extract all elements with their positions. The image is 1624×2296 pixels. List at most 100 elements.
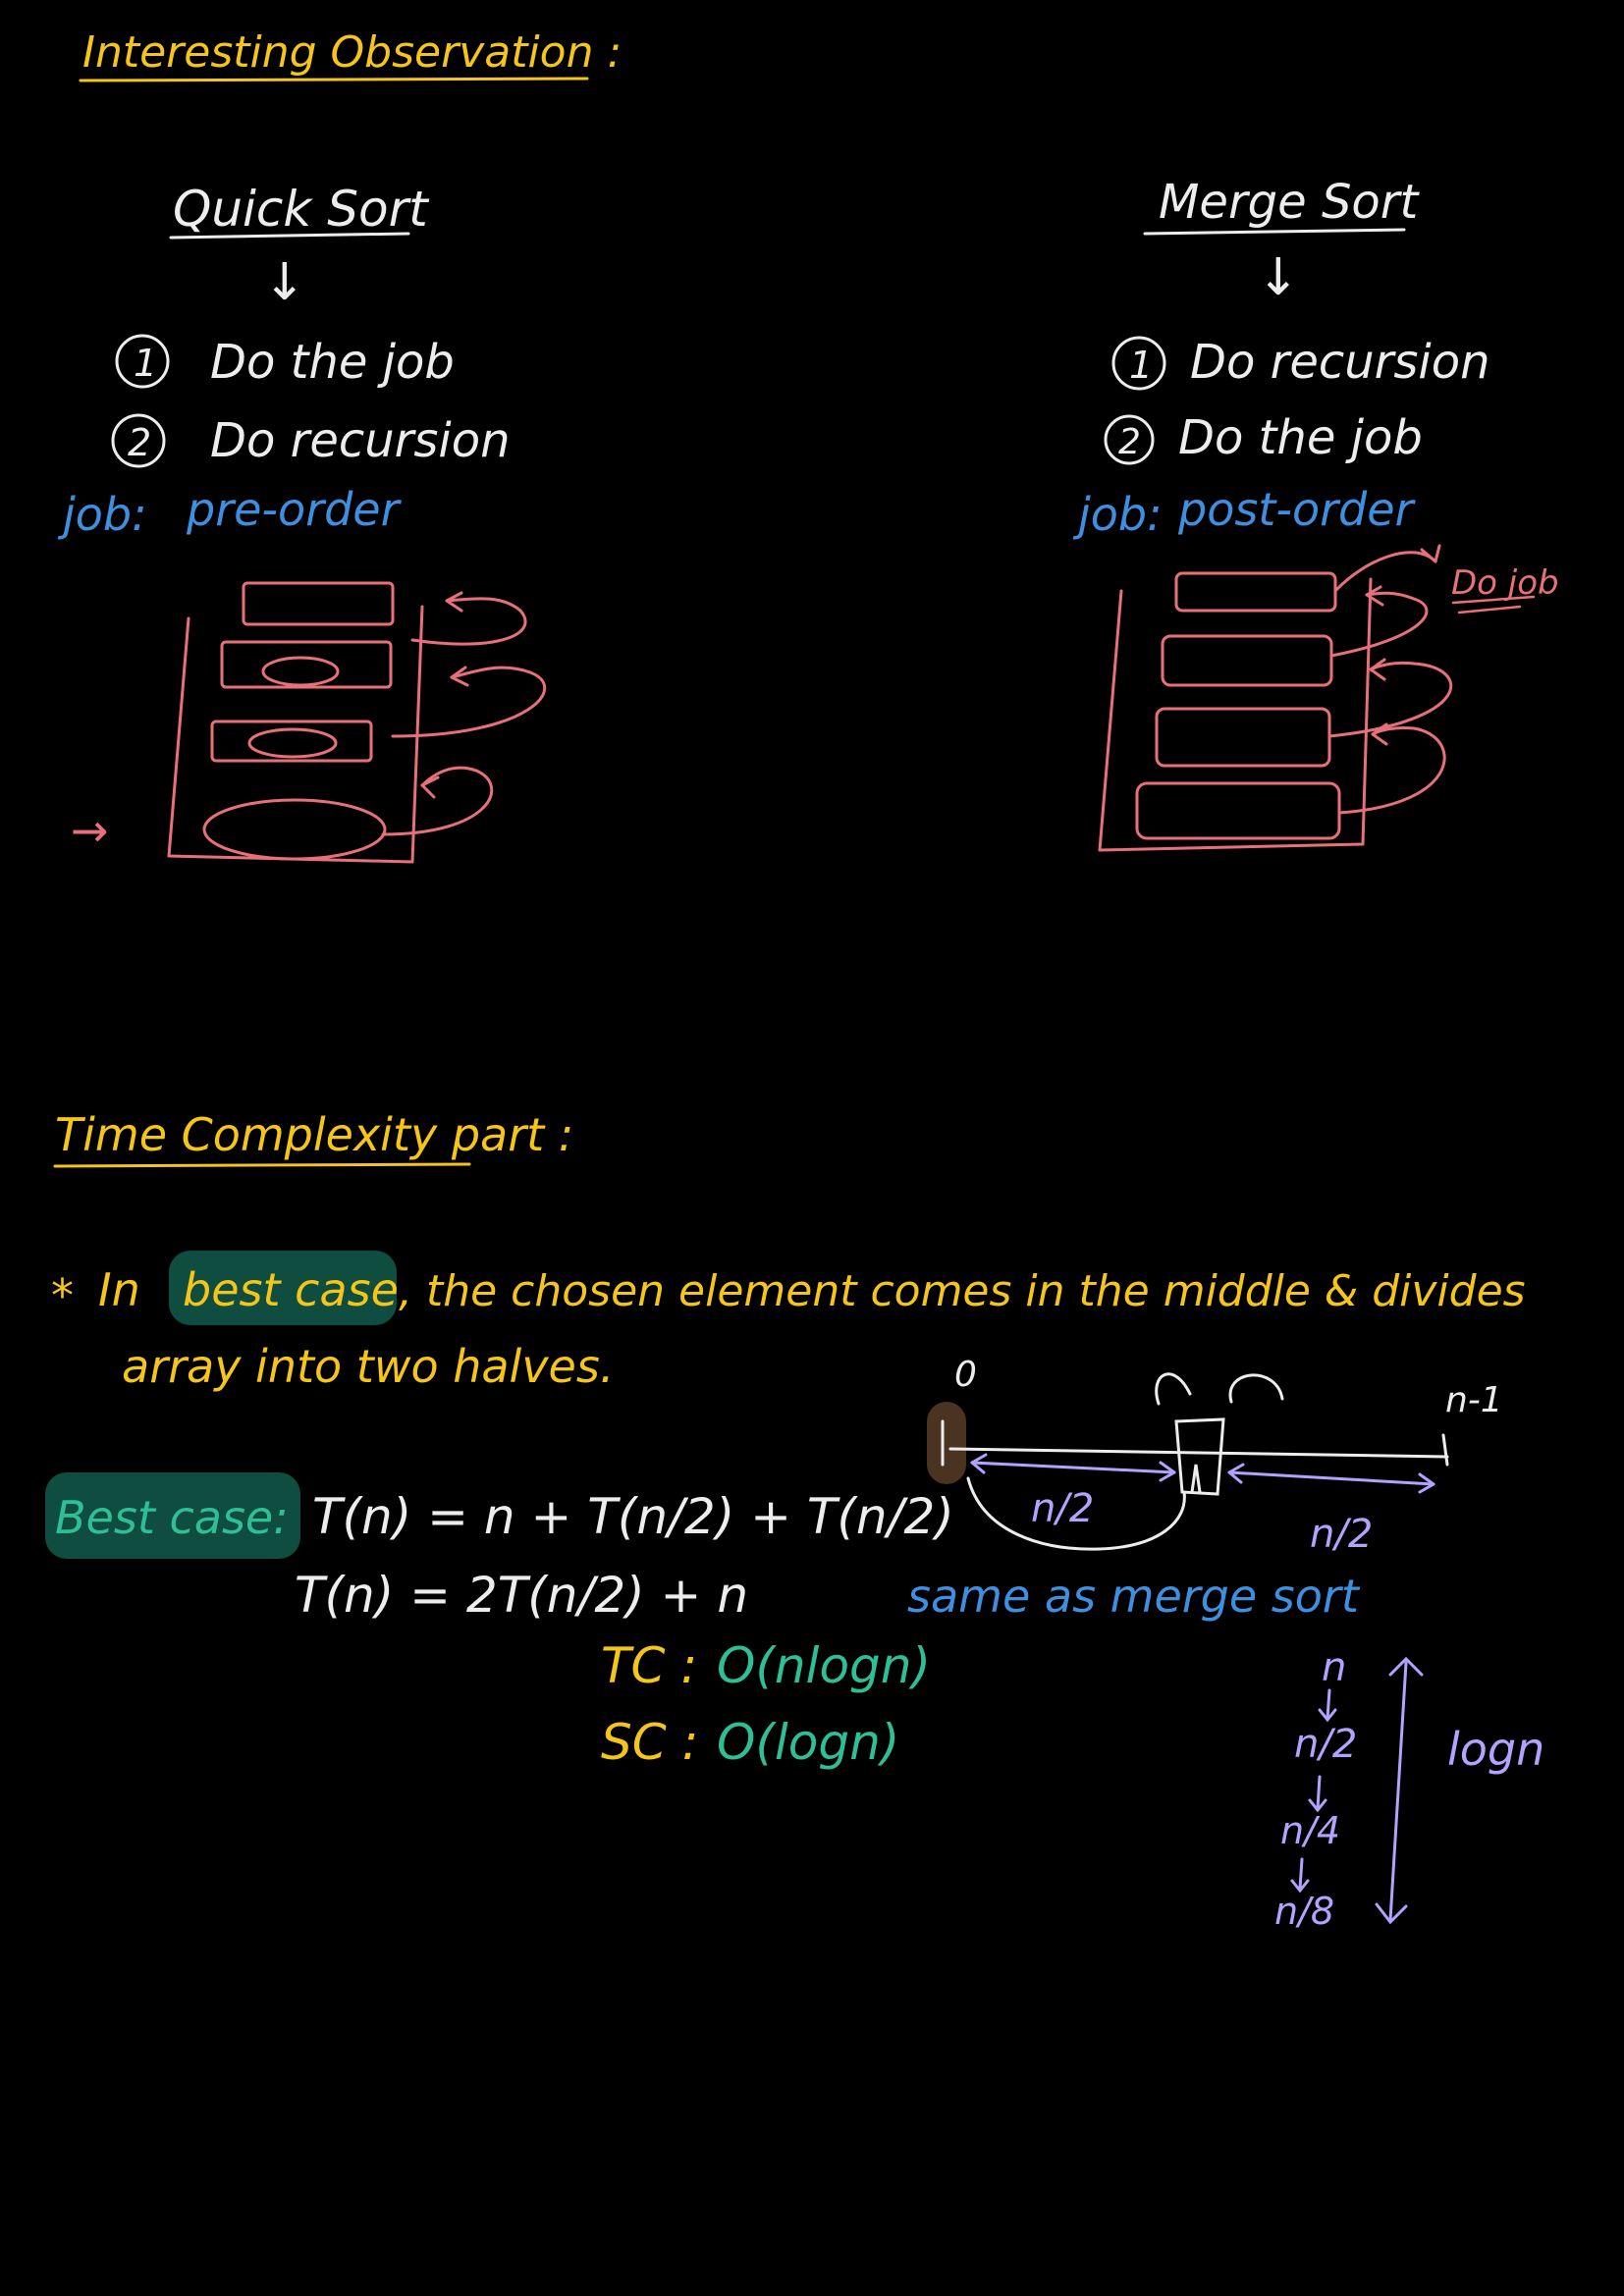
observation-title-underline — [79, 77, 589, 82]
quicksort-return-arrow-1 — [410, 597, 527, 646]
array-right-edge — [1441, 1433, 1449, 1467]
pivot-pointer — [1190, 1464, 1202, 1494]
quicksort-column: Quick Sort ↓ 1 Do the job 2 Do recursion… — [57, 181, 547, 864]
start-pointer-highlight — [927, 1402, 966, 1484]
quicksort-stack-sketch — [167, 581, 547, 864]
bullet-star: * — [51, 1269, 74, 1322]
line2-text: array into two halves. — [122, 1340, 614, 1393]
mergesort-do-job-label: Do job — [1451, 563, 1559, 603]
pivot-box — [1174, 1417, 1225, 1496]
depth-arrow-3 — [1290, 1857, 1310, 1894]
right-half-span — [1227, 1470, 1435, 1486]
quicksort-frame-3 — [210, 720, 373, 763]
quicksort-step1-number: 1 — [134, 342, 157, 385]
quicksort-step1-circle — [115, 334, 170, 389]
quicksort-partition-2 — [261, 656, 340, 687]
mergesort-step1-text: Do recursion — [1190, 335, 1490, 390]
quicksort-job-value: pre-order — [186, 483, 403, 536]
sc-value: O(logn) — [717, 1714, 899, 1771]
quicksort-frame-4 — [202, 798, 387, 861]
quicksort-heading: Quick Sort — [173, 181, 430, 238]
left-span-arrowhead-l — [970, 1453, 988, 1474]
quicksort-job-label: job: — [57, 488, 147, 541]
depth-level-1: n/2 — [1294, 1722, 1357, 1767]
array-line — [948, 1447, 1449, 1459]
mergesort-return-arrowhead-3 — [1371, 722, 1388, 746]
quicksort-step2-text: Do recursion — [210, 413, 511, 468]
left-span-arrowhead-r — [1159, 1461, 1176, 1482]
mergesort-frame-4 — [1135, 781, 1341, 840]
quicksort-return-arrow-3 — [381, 766, 494, 836]
recurrence-eq1: T(n) = n + T(n/2) + T(n/2) — [312, 1488, 954, 1545]
quicksort-down-arrow: ↓ — [263, 253, 306, 312]
mergesort-heading-underline — [1143, 228, 1406, 236]
pivot-right-curl — [1228, 1373, 1284, 1404]
array-split-diagram: 0 n-1 n/2 n/2 — [927, 1355, 1503, 1557]
mergesort-down-arrow: ↓ — [1257, 248, 1300, 307]
depth-height-line — [1388, 1661, 1408, 1922]
depth-height-arrow-top — [1388, 1656, 1424, 1677]
depth-level-3: n/8 — [1274, 1890, 1334, 1933]
mergesort-step1-circle — [1111, 336, 1166, 391]
depth-level-2: n/4 — [1280, 1809, 1340, 1852]
quicksort-return-arrowhead-3 — [420, 775, 440, 799]
right-half-label: n/2 — [1310, 1512, 1373, 1557]
array-index-start: 0 — [954, 1355, 977, 1395]
same-as-merge-sort: same as merge sort — [907, 1570, 1361, 1623]
mergesort-heading: Merge Sort — [1159, 175, 1421, 230]
quicksort-return-arrowhead-1 — [445, 591, 463, 613]
left-half-brace — [966, 1476, 1186, 1551]
array-index-end: n-1 — [1445, 1380, 1503, 1420]
quicksort-frame-2 — [220, 640, 393, 689]
mergesort-frame-2 — [1161, 634, 1333, 687]
quicksort-entry-arrow: → — [71, 804, 109, 857]
mergesort-return-arrow-1 — [1329, 591, 1429, 658]
quicksort-partition-3 — [247, 727, 338, 759]
complexity-title: Time Complexity part : — [55, 1108, 573, 1161]
quicksort-frame-1 — [242, 581, 395, 626]
mergesort-do-job-arrowhead — [1420, 544, 1441, 563]
mergesort-return-arrowhead-2 — [1369, 658, 1386, 681]
quicksort-step2-circle — [111, 413, 166, 468]
mergesort-step2-number: 2 — [1118, 422, 1141, 462]
line1-prefix: In — [98, 1263, 140, 1316]
depth-arrow-2 — [1308, 1775, 1327, 1813]
depth-height-arrow-bottom — [1375, 1902, 1408, 1925]
right-span-arrowhead-r — [1418, 1472, 1435, 1494]
mergesort-return-arrow-3 — [1337, 726, 1446, 815]
best-case-label: Best case: — [55, 1491, 289, 1544]
quicksort-step2-number: 2 — [128, 421, 151, 464]
left-half-span — [970, 1461, 1176, 1474]
quicksort-step1-text: Do the job — [210, 335, 455, 390]
line1-highlight: best case — [183, 1263, 399, 1316]
tc-value: O(nlogn) — [717, 1637, 931, 1694]
mergesort-stack-frame — [1098, 577, 1373, 852]
observation-section: Interesting Observation : Quick Sort ↓ 1… — [57, 27, 1559, 864]
mergesort-step2-text: Do the job — [1178, 410, 1423, 465]
mergesort-column: Merge Sort ↓ 1 Do recursion 2 Do the job… — [1072, 175, 1559, 852]
depth-arrow-1 — [1318, 1688, 1337, 1723]
mergesort-return-arrow-2 — [1327, 662, 1453, 738]
mergesort-do-job-underline — [1451, 595, 1536, 614]
quicksort-return-arrow-2 — [391, 666, 547, 738]
quicksort-heading-underline — [169, 232, 410, 240]
mergesort-job-value: post-order — [1177, 483, 1416, 536]
mergesort-return-arrowhead-1 — [1365, 585, 1384, 607]
pivot-left-curl — [1155, 1372, 1192, 1406]
mergesort-step1-number: 1 — [1129, 344, 1153, 387]
sc-label: SC : — [601, 1714, 698, 1771]
best-case-highlight — [169, 1251, 397, 1325]
best-case-label-highlight — [45, 1472, 300, 1559]
recurrence-eq2: T(n) = 2T(n/2) + n — [295, 1567, 748, 1624]
complexity-section: Time Complexity part : * In best case , … — [45, 1108, 1544, 1933]
quicksort-return-arrowhead-2 — [450, 666, 469, 687]
depth-level-0: n — [1322, 1645, 1346, 1690]
observation-title: Interesting Observation : — [82, 27, 622, 78]
mergesort-step2-circle — [1104, 414, 1155, 465]
right-span-arrowhead-l — [1227, 1463, 1245, 1484]
mergesort-stack-sketch — [1098, 544, 1453, 852]
line1-rest: , the chosen element comes in the middle… — [399, 1266, 1526, 1316]
left-half-label: n/2 — [1031, 1486, 1094, 1531]
